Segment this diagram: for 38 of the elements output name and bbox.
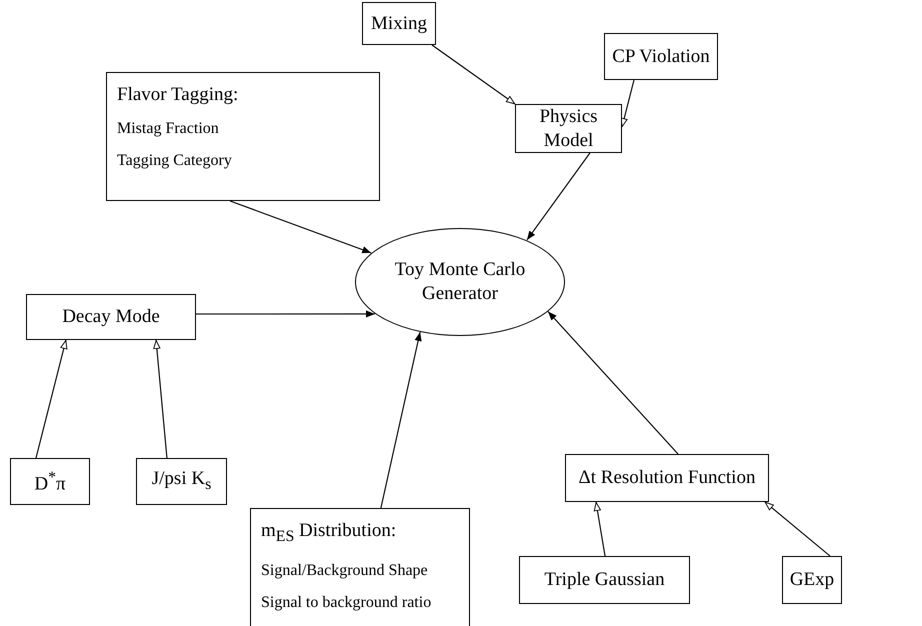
node-title: Δt Resolution Function (578, 466, 756, 490)
arrow (764, 502, 830, 556)
node-item: Signal to background ratio (261, 592, 432, 613)
node-item: Tagging Category (117, 151, 232, 171)
arrow (594, 502, 606, 556)
arrow (526, 152, 590, 240)
node-title: GExp (790, 568, 834, 592)
node-title: J/psi K$_{s}$ (152, 466, 212, 494)
node-title: m$_{ES}$ Distribution: (261, 519, 396, 547)
arrow (548, 311, 678, 454)
node-item: Mistag Fraction (117, 119, 219, 139)
arrow (380, 332, 422, 508)
node-title: D$^{*}$π (34, 468, 66, 497)
node-item: Signal/Background Shape (261, 560, 428, 581)
process-box (10, 458, 90, 505)
arrow (35, 340, 68, 458)
process-box (26, 294, 196, 340)
node-title: CP Violation (612, 44, 710, 68)
arrow (196, 310, 375, 318)
node-title: Mixing (371, 12, 427, 36)
node-title: Toy Monte Carlo Generator (394, 258, 526, 306)
node-title: Physics Model (538, 104, 599, 152)
process-box (565, 454, 769, 502)
process-box (604, 33, 718, 80)
arrow (432, 44, 516, 104)
process-box (106, 72, 380, 201)
arrow (230, 200, 372, 254)
process-box (250, 508, 470, 626)
process-box (782, 556, 842, 604)
process-box (515, 104, 622, 153)
node-title: Triple Gaussian (544, 568, 665, 592)
process-box (362, 2, 436, 45)
node-title: Decay Mode (62, 305, 160, 329)
node-title: Flavor Tagging: (117, 83, 238, 107)
arrow (153, 340, 168, 458)
process-box (136, 458, 227, 505)
process-box (519, 556, 690, 604)
arrow (620, 80, 635, 128)
